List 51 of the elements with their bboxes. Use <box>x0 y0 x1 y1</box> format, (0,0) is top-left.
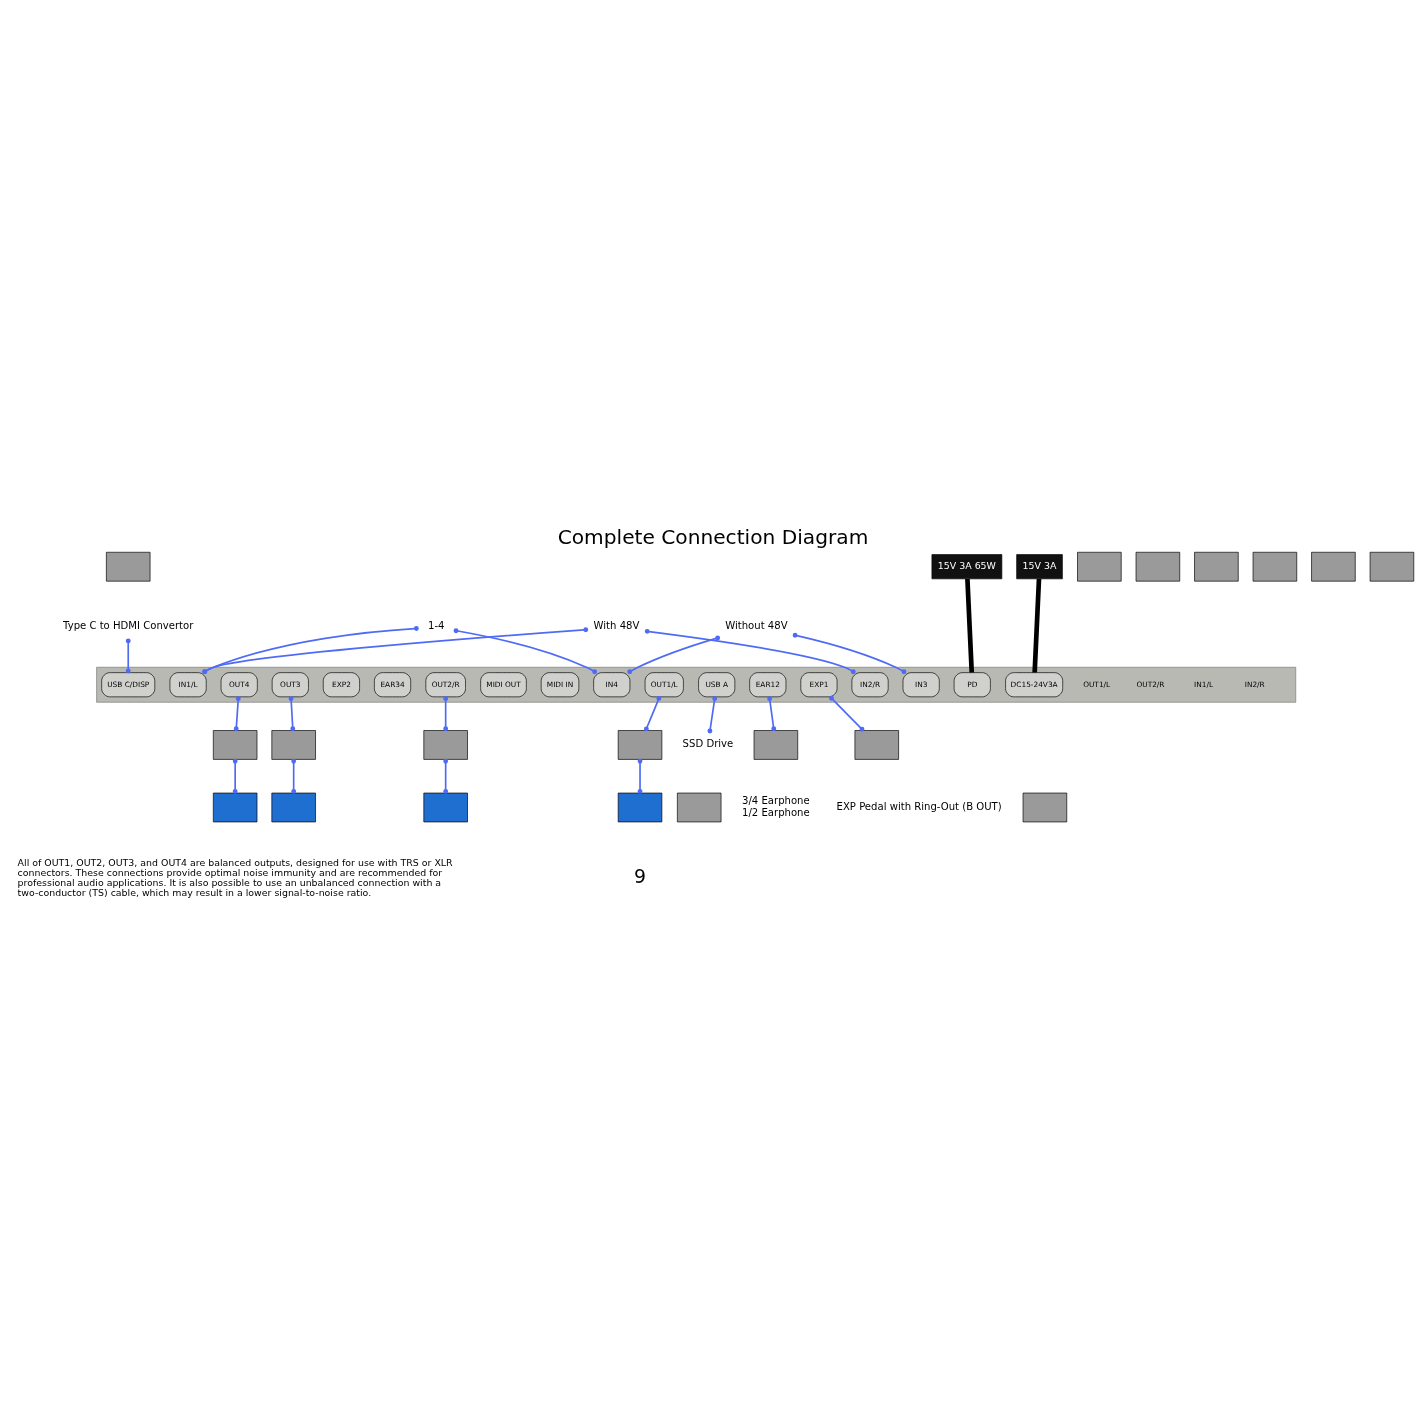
node-box <box>212 792 258 823</box>
node-text: Without 48V <box>725 620 788 632</box>
node-box: 15V 3A <box>1016 554 1063 580</box>
node-box <box>106 551 151 582</box>
node-box <box>1022 792 1068 823</box>
node-box <box>753 730 799 760</box>
connector <box>792 632 907 675</box>
connector <box>288 696 296 732</box>
node-box <box>423 792 468 823</box>
caption: All of OUT1, OUT2, OUT3, and OUT4 are balanced outputs, designed for use with TRS or XLR connectors. These connections provide optimal noise immunity and are recommended for professional audio applications. It is also possible to use an unbalanced connection with a two-conductor (TS) cable, which may result in a lower signal-to-noise ratio. <box>17 856 453 899</box>
connector <box>125 638 131 674</box>
connector <box>829 695 865 732</box>
connector <box>443 758 449 794</box>
connector <box>707 696 718 734</box>
node-box <box>854 730 899 760</box>
connector <box>637 758 643 794</box>
node-box <box>1311 551 1356 582</box>
node-box <box>271 792 316 823</box>
connector <box>453 628 598 675</box>
connector <box>202 627 589 675</box>
connector <box>965 578 975 673</box>
label: 9 <box>634 866 647 888</box>
node-box <box>1252 551 1298 582</box>
connector <box>232 758 238 794</box>
node-text: Type C to HDMI Convertor <box>63 620 194 632</box>
node-box <box>1077 551 1122 582</box>
node-box <box>1369 551 1415 582</box>
node-box <box>1135 551 1181 582</box>
node-text: With 48V <box>593 620 640 632</box>
connector <box>1032 578 1042 673</box>
node-box: 15V 3A 65W <box>931 554 1003 580</box>
connector <box>643 696 662 732</box>
connector <box>767 696 777 732</box>
node-box <box>423 730 468 760</box>
node-box <box>617 792 663 823</box>
node-text: EXP Pedal with Ring-Out (B OUT) <box>836 800 1002 812</box>
connector <box>443 696 449 732</box>
node-box <box>1194 551 1239 582</box>
node-text: 1-4 <box>428 620 445 632</box>
diagram-title: Complete Connection Diagram <box>557 524 869 549</box>
connector <box>291 758 297 794</box>
node-box <box>677 792 722 823</box>
connector <box>202 626 419 675</box>
node-box <box>271 730 316 760</box>
node-text: 3/4 Earphone 1/2 Earphone <box>742 795 810 818</box>
connector <box>627 635 721 675</box>
connector <box>644 628 856 675</box>
node-text: SSD Drive <box>682 738 734 750</box>
node-box <box>617 730 663 760</box>
connector <box>233 696 241 732</box>
node-box <box>212 730 258 760</box>
